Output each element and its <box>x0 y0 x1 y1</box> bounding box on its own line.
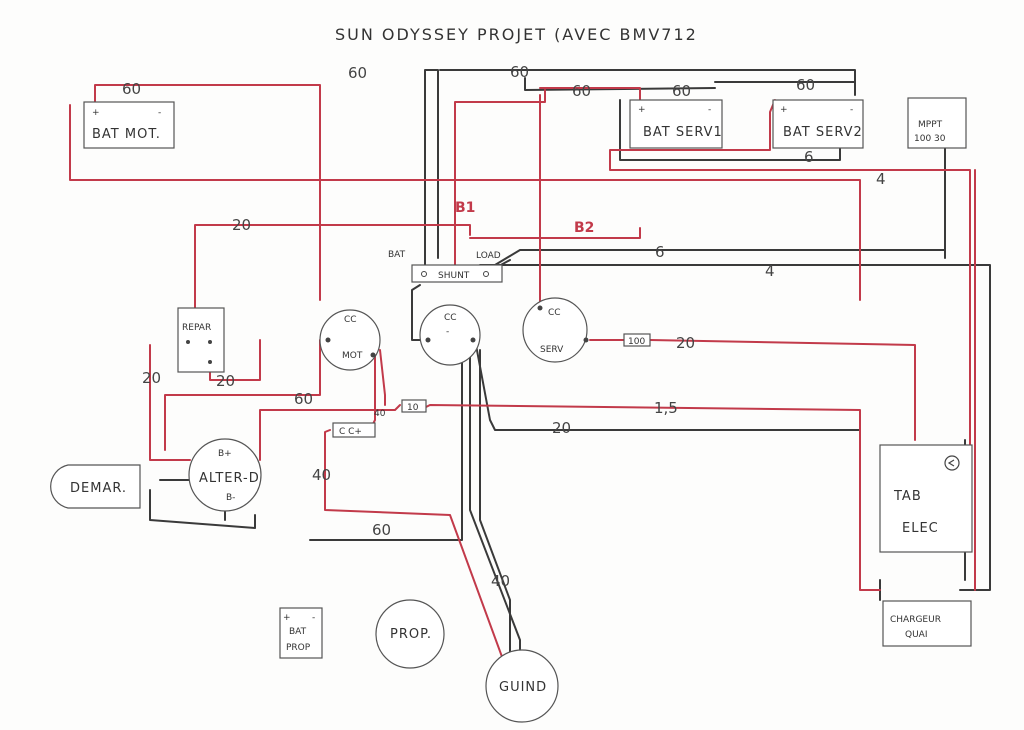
alternator-bplus: B+ <box>218 449 232 459</box>
mppt-rating: 100 30 <box>914 134 946 144</box>
battery-switch-service: CC SERV <box>522 297 589 363</box>
alternator: B+ ALTER-D B- <box>188 438 262 512</box>
battery-minus-label: - <box>850 105 853 115</box>
repartiteur-label: REPAR <box>182 323 211 333</box>
shunt-label: SHUNT <box>438 271 470 281</box>
fuse-rating: 100 <box>628 337 645 347</box>
wire-gauge-label: 20 <box>142 369 161 387</box>
battery-service-1-label: BAT SERV1 <box>643 125 723 140</box>
shunt-bat-terminal: BAT <box>388 250 406 260</box>
switch-sub-label: - <box>446 327 449 337</box>
starter-motor: DEMAR. <box>50 464 141 509</box>
battery-motor-label: BAT MOT. <box>92 127 161 142</box>
fuse-rating: 10 <box>407 403 419 413</box>
positive-wires <box>69 84 976 666</box>
wire-gauge-label: 1,5 <box>654 399 678 417</box>
negative-wires <box>149 69 991 661</box>
wire-gauge-label: 4 <box>876 170 886 188</box>
wire-gauge-label: 60 <box>572 82 591 100</box>
repartiteur: REPAR <box>177 307 225 373</box>
wire-gauge-label: 40 <box>312 466 331 484</box>
cc-plus-label: C C+ <box>339 427 362 437</box>
panel-label-line2: ELEC <box>902 521 939 536</box>
wire-gauge-label: 40 <box>374 409 386 419</box>
wire-gauge-label: 20 <box>552 419 571 437</box>
propulsion-motor: PROP. <box>375 599 445 669</box>
battery-propulsion: + - BAT PROP <box>279 607 323 659</box>
battery-prop-label-line1: BAT <box>289 627 307 637</box>
wire-gauge-label: 60 <box>348 64 367 82</box>
switch-label: CC <box>548 308 561 318</box>
battery-plus-label: + <box>638 105 646 115</box>
switch-label: CC <box>444 313 457 323</box>
battery-switch-negative: CC - <box>419 304 481 366</box>
cc-plus-terminal: C C+ <box>332 422 376 438</box>
charger-label-line2: QUAI <box>905 630 927 640</box>
propulsion-label: PROP. <box>390 627 432 642</box>
wire-gauge-label: 20 <box>232 216 251 234</box>
alternator-bminus: B- <box>226 493 235 503</box>
shore-charger: CHARGEUR QUAI <box>882 600 972 647</box>
diagram-title: SUN ODYSSEY PROJET (AVEC BMV712 <box>335 25 698 44</box>
wire-gauge-label: 60 <box>294 390 313 408</box>
alternator-label: ALTER-D <box>199 471 260 486</box>
switch-label: CC <box>344 315 357 325</box>
shunt: SHUNT BAT LOAD <box>388 250 503 283</box>
battery-plus-label: + <box>92 108 100 118</box>
wire-gauge-label: 60 <box>796 76 815 94</box>
bus-label-b2: B2 <box>574 220 594 236</box>
starter-label: DEMAR. <box>70 481 127 496</box>
switch-sub-label: SERV <box>540 345 564 355</box>
wire-gauge-label: 4 <box>765 262 775 280</box>
battery-prop-label-line2: PROP <box>286 643 311 653</box>
fuse-10: 10 <box>401 399 427 413</box>
wire-gauge-label: 40 <box>491 572 510 590</box>
battery-minus-label: - <box>708 105 711 115</box>
electrical-panel: TAB ELEC <box>879 444 973 553</box>
wire-gauge-label: 6 <box>804 148 814 166</box>
battery-switch-motor: CC MOT <box>319 309 381 371</box>
battery-service-2-label: BAT SERV2 <box>783 125 863 140</box>
mppt-label: MPPT <box>918 120 943 130</box>
shunt-load-terminal: LOAD <box>476 251 501 261</box>
windlass: GUIND <box>485 649 559 723</box>
wire-gauge-label: 20 <box>216 372 235 390</box>
wire-gauge-label: 60 <box>510 63 529 81</box>
battery-motor: + - BAT MOT. <box>83 101 175 149</box>
battery-minus-label: - <box>312 613 315 623</box>
wire-gauge-label: 60 <box>672 82 691 100</box>
charger-label-line1: CHARGEUR <box>890 615 941 625</box>
wire-gauge-label: 20 <box>676 334 695 352</box>
mppt-controller: MPPT 100 30 <box>907 97 967 149</box>
battery-plus-label: + <box>283 613 291 623</box>
windlass-label: GUIND <box>499 680 547 695</box>
bus-label-b1: B1 <box>455 200 475 216</box>
battery-service-2: + - BAT SERV2 <box>772 99 864 149</box>
wire-gauge-labels: 60 60 60 60 60 60 6 4 20 6 4 20 20 20 60… <box>122 63 886 590</box>
wire-gauge-label: 60 <box>372 521 391 539</box>
panel-label-line1: TAB <box>893 489 922 504</box>
battery-plus-label: + <box>780 105 788 115</box>
wire-gauge-label: 6 <box>655 243 665 261</box>
switch-sub-label: MOT <box>342 351 363 361</box>
wire-gauge-label: 60 <box>122 80 141 98</box>
battery-service-1: + - BAT SERV1 <box>629 99 723 149</box>
fuse-100: 100 <box>623 333 651 347</box>
battery-minus-label: - <box>158 108 161 118</box>
